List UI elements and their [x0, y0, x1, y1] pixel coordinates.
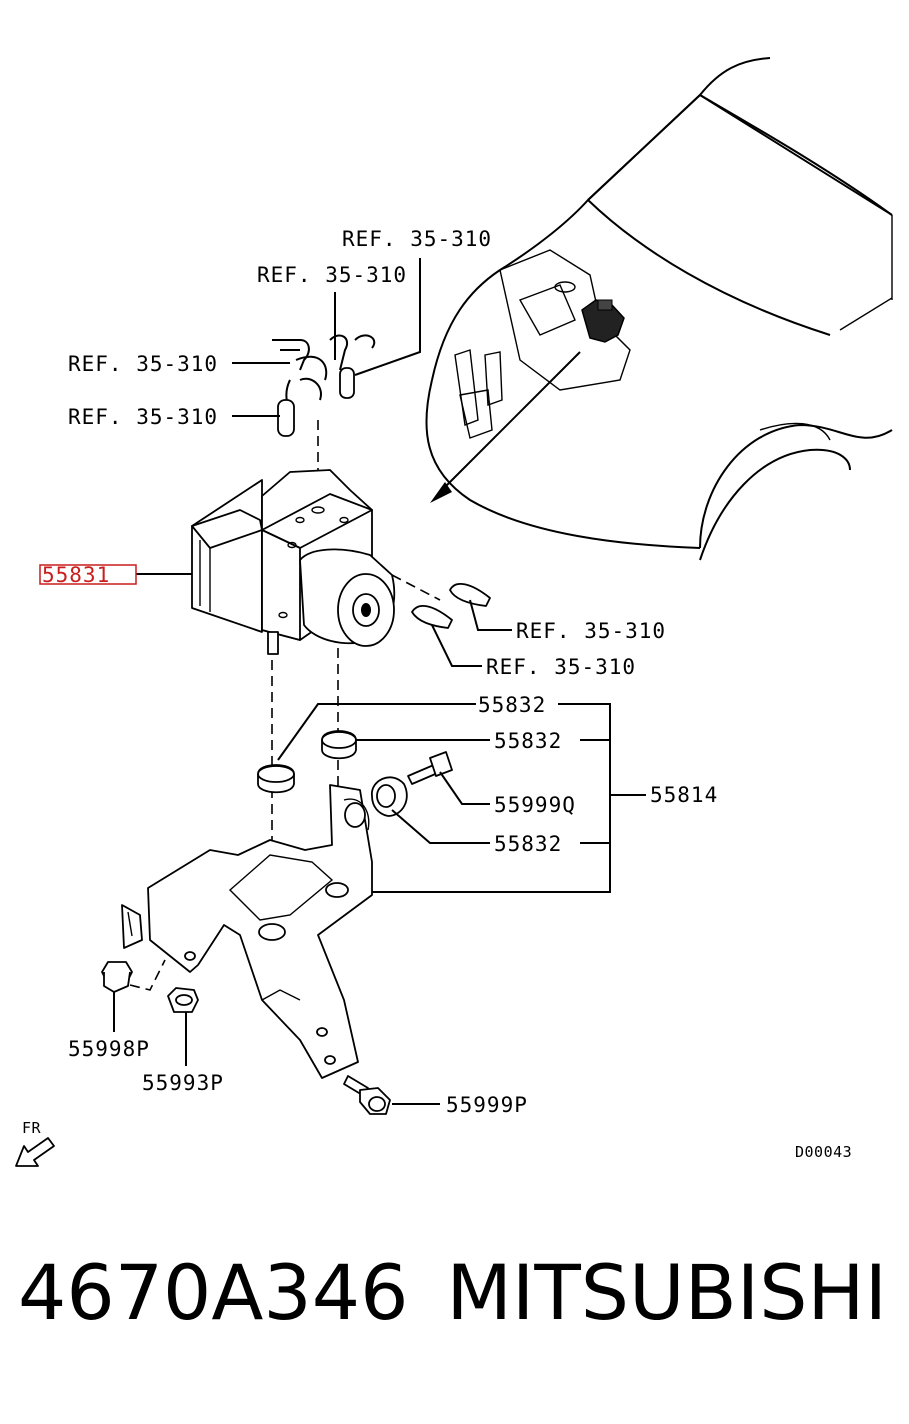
callout-insulator-3: 55832 — [494, 832, 562, 856]
drawing-code: D00043 — [795, 1143, 852, 1161]
bolt-q — [407, 751, 453, 785]
front-marker-label: FR — [22, 1119, 42, 1137]
bracket — [121, 784, 373, 1079]
callout-nut-2: 55993P — [142, 1071, 224, 1095]
callout-ref-left1: REF. 35-310 — [68, 352, 218, 376]
footer: 4670A346 MITSUBISHI — [0, 1255, 909, 1375]
part-number: 4670A346 — [18, 1248, 409, 1337]
callout-bolt-p: 55999P — [446, 1093, 528, 1117]
callout-ref-right1: REF. 35-310 — [516, 619, 666, 643]
callout-insulator-1: 55832 — [478, 693, 546, 717]
callout-ref-top2: REF. 35-310 — [257, 263, 407, 287]
callout-bolt-q: 55999Q — [494, 793, 576, 817]
vehicle-outline — [425, 57, 893, 561]
insulators — [257, 730, 408, 817]
bolt-p — [343, 1075, 391, 1115]
nuts — [101, 959, 199, 1013]
callout-labels: REF. 35-310 REF. 35-310 REF. 35-310 REF.… — [22, 227, 852, 1161]
highlight-box — [39, 564, 137, 585]
callout-ref-top1: REF. 35-310 — [342, 227, 492, 251]
leader-lines — [113, 258, 646, 1105]
callout-ref-right2: REF. 35-310 — [486, 655, 636, 679]
callout-insulator-2: 55832 — [494, 729, 562, 753]
brand-name: MITSUBISHI — [446, 1248, 887, 1337]
callout-nut-1: 55998P — [68, 1037, 150, 1061]
front-marker — [15, 1137, 55, 1167]
hydraulic-unit — [191, 469, 396, 655]
callout-bracket-assy: 55814 — [650, 783, 718, 807]
callout-ref-left2: REF. 35-310 — [68, 405, 218, 429]
callout-hydraulic-unit: 55831 — [42, 563, 110, 587]
pipe-ends-right — [391, 574, 491, 629]
